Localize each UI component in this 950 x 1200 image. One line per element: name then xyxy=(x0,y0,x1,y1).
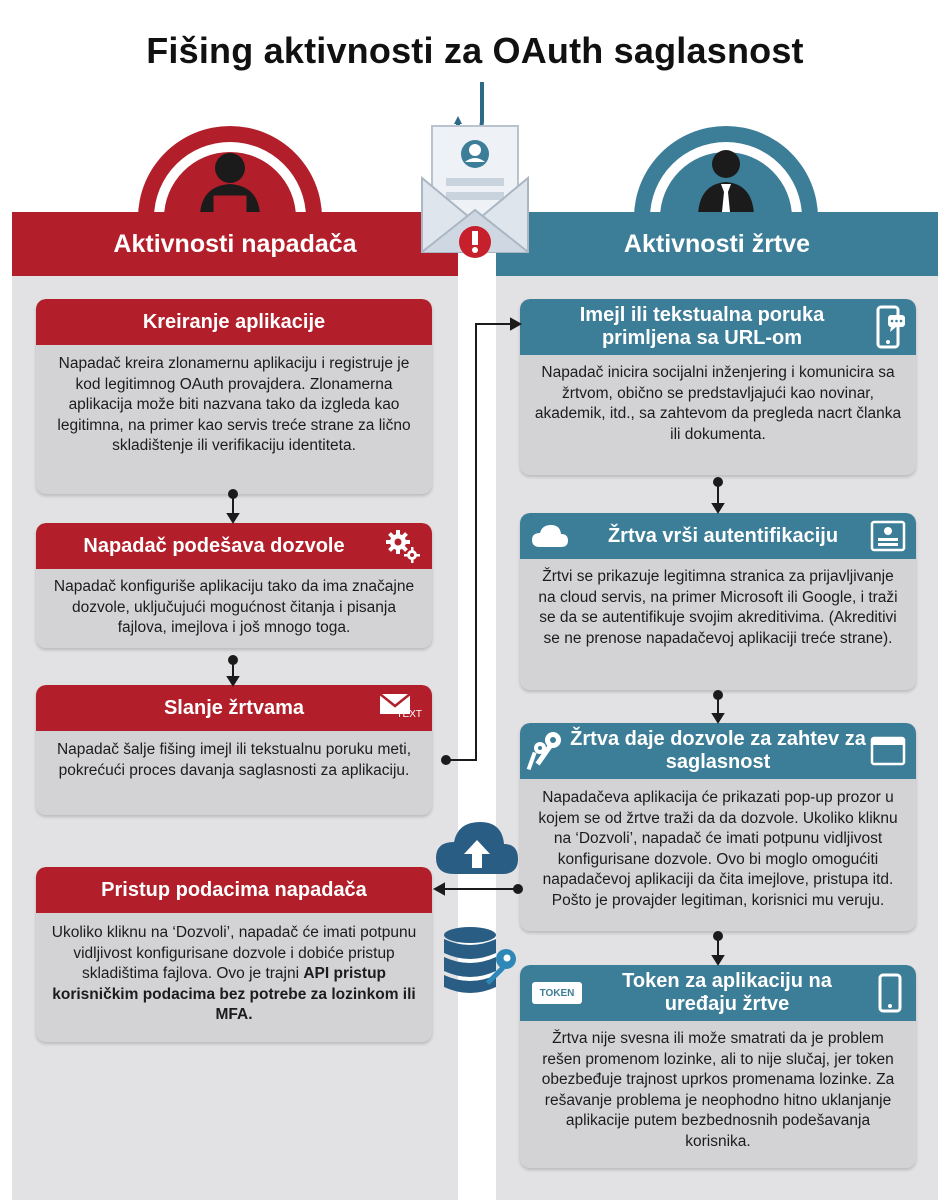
card-title-text: Token za aplikaciju na uređaju žrtve xyxy=(622,970,832,1015)
database-key-icon xyxy=(444,927,516,993)
smartphone-message-icon xyxy=(876,305,905,349)
card-authentication-title: Žrtva vrši autentifikaciju xyxy=(520,513,916,559)
card-title-text: Pristup podacima napadača xyxy=(101,878,367,901)
card-data-access-body: Ukoliko kliknu na ‘Dozvoli’, napadač će … xyxy=(36,913,432,1036)
attacker-header-label: Aktivnosti napadača xyxy=(113,229,357,258)
card-permissions-title: Napadač podešava dozvole xyxy=(36,523,432,569)
gears-icon xyxy=(386,530,420,563)
card-create-app: Kreiranje aplikacije Napadač kreira zlon… xyxy=(36,299,432,494)
envelope-icon xyxy=(379,693,411,714)
card-permissions: Napadač podešava dozvole Napadač konfigu… xyxy=(36,523,432,648)
id-card-icon xyxy=(870,520,906,552)
data-access-plain-text: Ukoliko kliknu na ‘Dozvoli’, napadač će … xyxy=(51,924,417,982)
card-title-text: Žrtva vrši autentifikaciju xyxy=(607,524,839,547)
cloud-icon xyxy=(532,525,568,547)
card-title-text: Imejl ili tekstualna poruka primljena sa… xyxy=(579,304,825,349)
card-token-title: TOKEN Token za aplikaciju na uređaju žrt… xyxy=(520,965,916,1021)
token-icon-label: TOKEN xyxy=(539,987,575,999)
card-title-text: Žrtva daje dozvole za zahtev za saglasno… xyxy=(570,728,866,773)
data-access-bold-text: API pristup korisničkim podacima bez pot… xyxy=(52,965,416,1023)
email-text-icon: TEXT xyxy=(376,690,424,726)
cloud-upload-icon xyxy=(436,822,518,874)
hacker-icon xyxy=(200,153,260,216)
attacker-column-header: Aktivnosti napadača xyxy=(12,212,458,276)
card-data-access-title: Pristup podacima napadača xyxy=(36,867,432,913)
card-send-body: Napadač šalje fišing imejl ili tekstualn… xyxy=(56,741,412,779)
card-send: Slanje žrtvama TEXT Napadač šalje fišing… xyxy=(36,685,432,815)
victim-column-header: Aktivnosti žrtve xyxy=(496,212,938,276)
card-create-app-body: Napadač kreira zlonamernu aplikaciju i r… xyxy=(57,355,411,454)
card-title-text: Napadač podešava dozvole xyxy=(83,534,345,557)
card-data-access: Pristup podacima napadača Ukoliko kliknu… xyxy=(36,867,432,1042)
card-email-received-title: Imejl ili tekstualna poruka primljena sa… xyxy=(520,299,916,355)
browser-window-icon xyxy=(870,736,906,766)
card-create-app-title: Kreiranje aplikacije xyxy=(36,299,432,345)
smartphone-icon xyxy=(878,973,902,1013)
card-title-text: Slanje žrtvama xyxy=(163,696,305,719)
token-icon: TOKEN xyxy=(532,982,582,1004)
card-token-body: Žrtva nije svesna ili može smatrati da j… xyxy=(541,1030,895,1150)
page-title: Fišing aktivnosti za OAuth saglasnost xyxy=(146,30,804,71)
card-send-title: Slanje žrtvama TEXT xyxy=(36,685,432,731)
user-icon xyxy=(698,150,754,215)
card-grant-permissions-body: Napadačeva aplikacija će prikazati pop-u… xyxy=(538,789,898,909)
victim-header-label: Aktivnosti žrtve xyxy=(623,229,811,258)
phishing-envelope-icon xyxy=(421,82,529,258)
hacker-arch xyxy=(138,126,322,218)
keys-icon xyxy=(526,732,561,771)
card-token: TOKEN Token za aplikaciju na uređaju žrt… xyxy=(520,965,916,1168)
card-grant-permissions: Žrtva daje dozvole za zahtev za saglasno… xyxy=(520,723,916,931)
card-grant-permissions-title: Žrtva daje dozvole za zahtev za saglasno… xyxy=(520,723,916,779)
email-text-label: TEXT xyxy=(396,709,422,720)
card-authentication: Žrtva vrši autentifikaciju Žrtvi se prik… xyxy=(520,513,916,690)
card-title-text: Kreiranje aplikacije xyxy=(142,310,326,333)
card-email-received: Imejl ili tekstualna poruka primljena sa… xyxy=(520,299,916,475)
user-arch xyxy=(634,126,818,218)
card-authentication-body: Žrtvi se prikazuje legitimna stranica za… xyxy=(538,568,898,647)
card-email-received-body: Napadač inicira socijalni inženjering i … xyxy=(534,364,902,443)
card-permissions-body: Napadač konfiguriše aplikaciju tako da i… xyxy=(53,578,415,636)
